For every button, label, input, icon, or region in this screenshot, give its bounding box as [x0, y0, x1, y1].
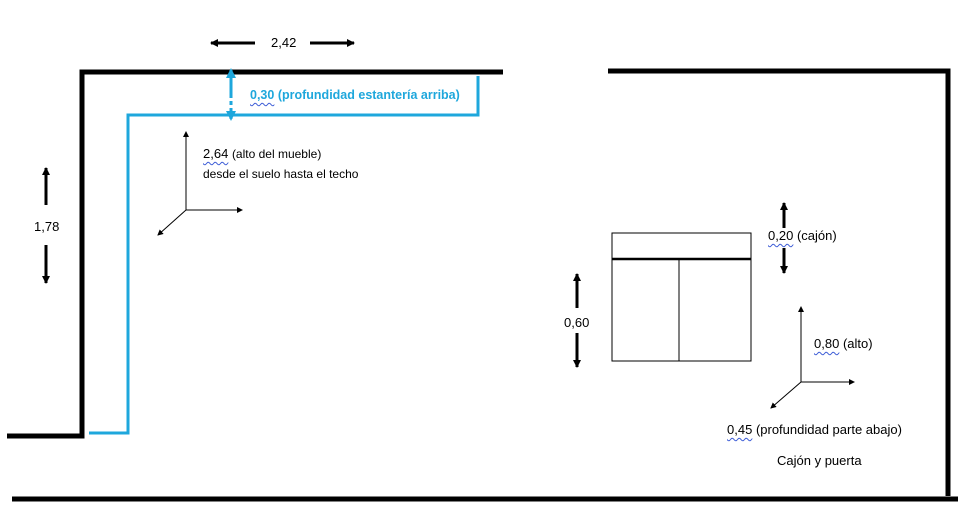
- cabinet-height-value: 0,60: [564, 315, 590, 330]
- furniture-height-value: 2,64: [203, 146, 229, 161]
- shelf-depth-note: (profundidad estantería arriba): [277, 88, 460, 102]
- left-height-value: 1,78: [34, 219, 60, 234]
- lower-height-label: 0,80 (alto): [814, 336, 873, 352]
- axes-lower: [770, 306, 855, 409]
- lower-height-note: (alto): [842, 336, 873, 351]
- lower-depth-note: (profundidad parte abajo): [755, 422, 902, 437]
- left-height-label: 1,78: [34, 219, 59, 235]
- cabinet: [611, 232, 752, 362]
- left-wall: [7, 69, 503, 439]
- lower-depth-value: 0,45: [727, 422, 753, 437]
- drawer-height-note: (cajón): [796, 228, 837, 243]
- drawer-height-label: 0,20 (cajón): [768, 228, 837, 244]
- furniture-height-label: 2,64 (alto del mueble): [203, 146, 321, 162]
- right-wall: [608, 68, 951, 496]
- top-width-value: 2,42: [271, 35, 297, 50]
- cabinet-caption: Cajón y puerta: [777, 453, 862, 468]
- shelf-depth-value: 0,30: [250, 88, 275, 102]
- shelf-depth-label: 0,30 (profundidad estantería arriba): [250, 87, 460, 103]
- lower-height-value: 0,80: [814, 336, 840, 351]
- cabinet-height-label: 0,60: [564, 315, 589, 331]
- furniture-height-note: (alto del mueble): [231, 147, 322, 161]
- furniture-height-line2: desde el suelo hasta el techo: [203, 167, 359, 181]
- lower-depth-label: 0,45 (profundidad parte abajo): [727, 422, 902, 438]
- top-width-label: 2,42: [271, 35, 296, 51]
- drawer-height-value: 0,20: [768, 228, 794, 243]
- shelf-outline: [89, 76, 480, 435]
- axes-upper: [157, 131, 243, 236]
